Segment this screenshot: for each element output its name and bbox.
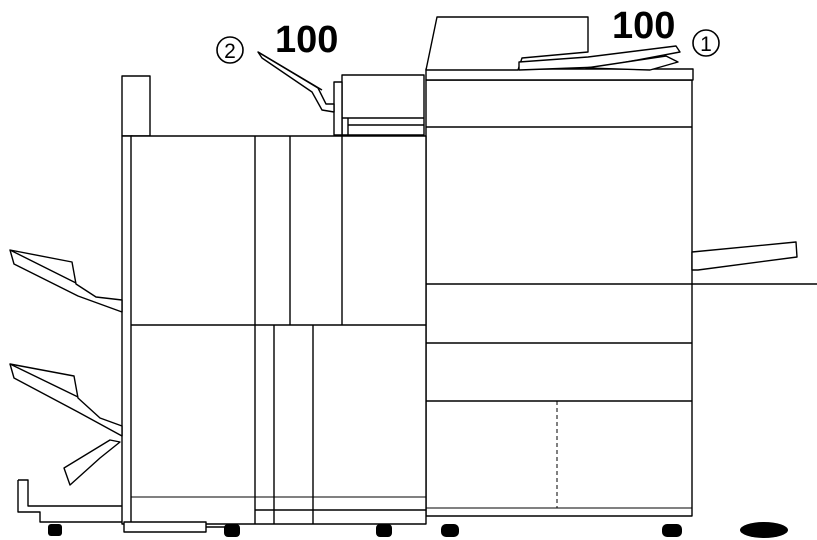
- callout-1: 100 1: [612, 5, 720, 57]
- marker-number-1: 1: [700, 33, 712, 56]
- wheels: [48, 522, 788, 538]
- main-body: [425, 79, 693, 517]
- top-output-tray: [257, 51, 335, 113]
- finisher-unit: [121, 75, 427, 525]
- document-feeder: [425, 16, 694, 81]
- left-lower-tray: [9, 363, 123, 486]
- middle-unit: [333, 74, 425, 136]
- marker-circle-1: [692, 29, 720, 57]
- left-upper-tray: [9, 249, 123, 313]
- base-platform: [17, 479, 230, 533]
- marker-number-2: 2: [224, 40, 236, 63]
- marker-circle-2: [216, 36, 244, 64]
- side-output-tray: [691, 241, 817, 285]
- capacity-label-1: 100: [612, 5, 675, 47]
- capacity-label-2: 100: [275, 19, 338, 61]
- callout-2: 2 100: [216, 19, 338, 64]
